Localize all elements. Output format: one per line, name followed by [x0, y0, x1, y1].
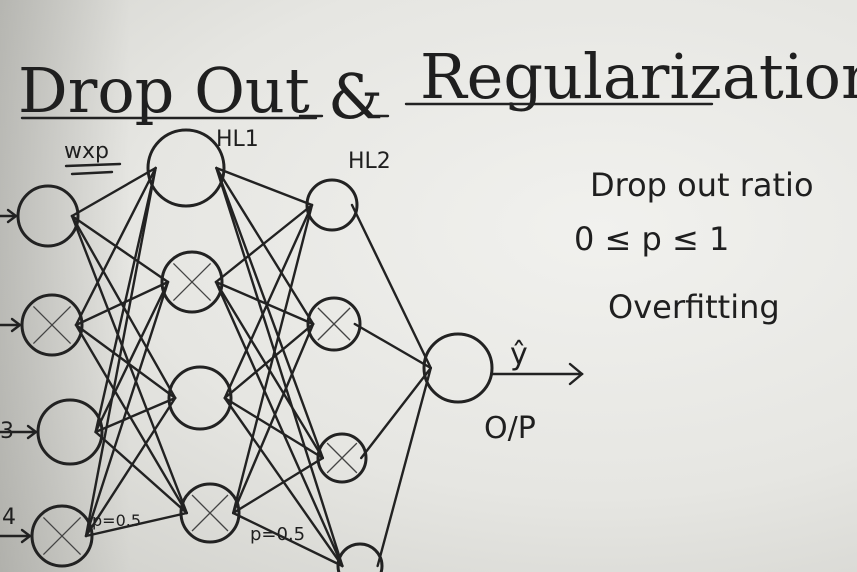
neuron — [305, 178, 359, 232]
connection-line — [223, 396, 324, 460]
neuron — [422, 332, 494, 404]
connection-line — [94, 430, 189, 515]
dropout-cross-line — [32, 305, 72, 345]
title-right: Regularization — [420, 40, 857, 113]
connection-line — [94, 166, 157, 434]
connection-line — [94, 396, 177, 434]
neuron — [146, 128, 226, 208]
hl1-label: HL1 — [216, 127, 259, 152]
neuron — [167, 365, 233, 431]
connection-lines — [70, 166, 432, 568]
dropout-ratio-note: Drop out ratio — [590, 166, 814, 204]
dropped-neuron — [160, 250, 224, 314]
neurons — [16, 128, 494, 572]
wxp-label: wxp — [64, 139, 109, 164]
dropout-cross-line — [191, 494, 229, 532]
output-label: O/P — [484, 411, 536, 446]
p-range-note: 0 ≤ p ≤ 1 — [574, 220, 729, 258]
dropped-neuron — [20, 293, 84, 357]
connection-line — [70, 166, 157, 218]
dropout-cross-line — [326, 442, 358, 474]
dropped-neuron — [30, 504, 94, 568]
connection-line — [70, 214, 170, 284]
dropped-neuron — [306, 296, 362, 352]
connection-line — [214, 280, 315, 326]
connection-line — [214, 280, 344, 568]
arrows — [0, 208, 584, 544]
wxp-underline-1 — [64, 162, 122, 168]
connection-line — [215, 166, 344, 568]
connection-line — [84, 511, 189, 538]
input-arrow-head — [20, 528, 32, 544]
neuron — [36, 398, 104, 466]
connection-line — [84, 280, 170, 538]
connection-line — [94, 280, 170, 434]
connection-line — [215, 166, 315, 326]
connection-line — [360, 366, 432, 460]
input-4-label: 4 — [2, 505, 16, 530]
connection-line — [215, 166, 314, 207]
y-hat-label: ŷ — [510, 337, 528, 372]
connection-line — [84, 396, 177, 538]
connection-line — [74, 323, 177, 400]
connection-line — [231, 456, 324, 515]
output-arrow-head — [568, 362, 584, 386]
connection-line — [231, 511, 344, 568]
connection-line — [84, 166, 157, 538]
connection-line — [74, 323, 189, 515]
title-amp: & — [328, 60, 383, 133]
hl2-label: HL2 — [348, 149, 391, 174]
title-left: Drop Out — [18, 54, 310, 127]
connection-line — [350, 203, 432, 370]
neuron — [336, 542, 384, 572]
connection-line — [231, 203, 314, 515]
dropped-neuron — [179, 482, 241, 544]
overfitting-note: Overfitting — [608, 288, 780, 326]
connection-line — [231, 322, 315, 515]
connection-line — [74, 166, 157, 327]
connection-line — [215, 166, 324, 460]
input-arrow-head — [10, 317, 22, 333]
connection-line — [223, 203, 314, 400]
dropped-neuron — [316, 432, 368, 484]
connection-line — [353, 322, 432, 370]
connection-line — [223, 322, 315, 400]
input-arrow-head — [26, 424, 38, 440]
dropout-cross-line — [317, 307, 351, 341]
dropout-cross-line — [42, 516, 82, 556]
wxp-underline-2 — [70, 170, 114, 176]
connection-line — [74, 280, 170, 327]
title-group: Drop Out & Regularization — [18, 40, 857, 133]
connection-line — [376, 366, 432, 568]
neuron — [16, 184, 80, 248]
input-arrow-head — [6, 208, 18, 224]
dropout-cross-line — [172, 262, 212, 302]
connection-line — [214, 203, 314, 284]
